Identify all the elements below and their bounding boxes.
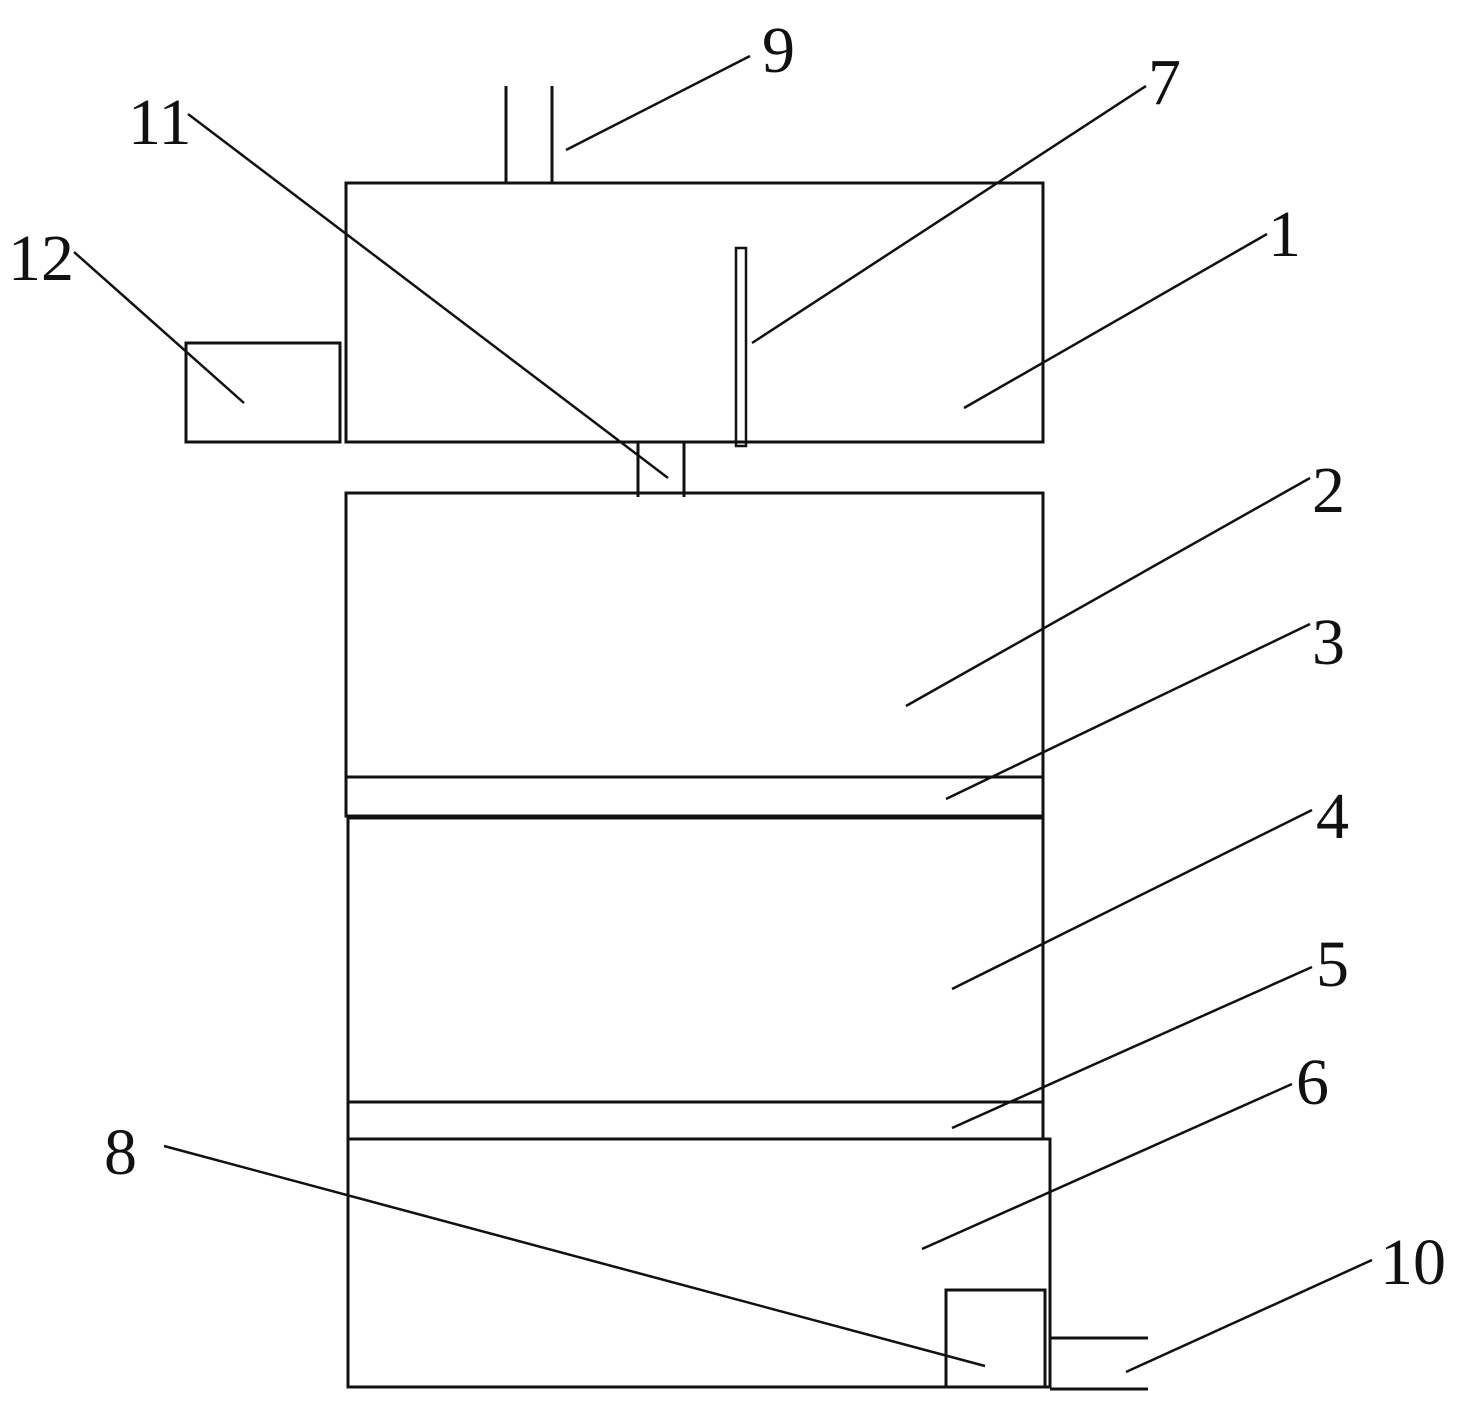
label-1: 1 xyxy=(1268,198,1301,271)
leader-line-4 xyxy=(951,808,1313,991)
top-chamber xyxy=(344,181,1045,444)
leader-line-10 xyxy=(1125,1258,1373,1374)
label-12: 12 xyxy=(8,222,74,295)
vertical-rod xyxy=(734,246,748,448)
label-11: 11 xyxy=(128,86,192,159)
leader-line-1 xyxy=(963,232,1268,410)
label-9: 9 xyxy=(762,14,795,87)
leader-line-5 xyxy=(951,965,1313,1130)
label-8: 8 xyxy=(104,1116,137,1189)
side-box xyxy=(184,341,342,444)
label-7: 7 xyxy=(1148,46,1181,119)
leader-line-12 xyxy=(73,251,245,404)
leader-line-7 xyxy=(751,84,1147,345)
leader-line-8 xyxy=(163,1144,986,1368)
label-10: 10 xyxy=(1380,1226,1446,1299)
leader-line-2 xyxy=(905,476,1311,708)
leader-line-9 xyxy=(565,54,751,152)
label-5: 5 xyxy=(1316,928,1349,1001)
second-plate xyxy=(346,1100,1045,1141)
first-plate xyxy=(344,775,1045,818)
upper-chamber xyxy=(344,491,1045,779)
label-6: 6 xyxy=(1296,1046,1329,1119)
leader-line-3 xyxy=(945,622,1311,801)
leader-line-11 xyxy=(187,113,669,479)
label-2: 2 xyxy=(1312,454,1345,527)
leader-line-6 xyxy=(921,1082,1293,1251)
label-4: 4 xyxy=(1316,780,1349,853)
label-3: 3 xyxy=(1312,606,1345,679)
bottom-inner-box xyxy=(944,1288,1047,1389)
bottom-chamber xyxy=(346,1137,1052,1389)
middle-chamber xyxy=(346,816,1045,1104)
